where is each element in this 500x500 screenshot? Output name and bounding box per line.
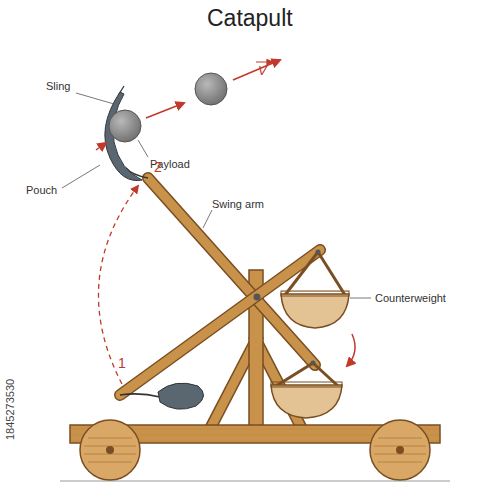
part-label: Counterweight [375, 292, 446, 304]
velocity-symbol: V [258, 64, 267, 78]
stock-id: 1845273530 [4, 379, 16, 440]
callout-number: 1 [118, 356, 126, 371]
callout-number: 2 [154, 160, 162, 175]
part-label: Swing arm [212, 198, 264, 210]
part-label: Pouch [26, 184, 57, 196]
part-label: Sling [46, 80, 70, 92]
diagram-title: Catapult [207, 6, 293, 31]
